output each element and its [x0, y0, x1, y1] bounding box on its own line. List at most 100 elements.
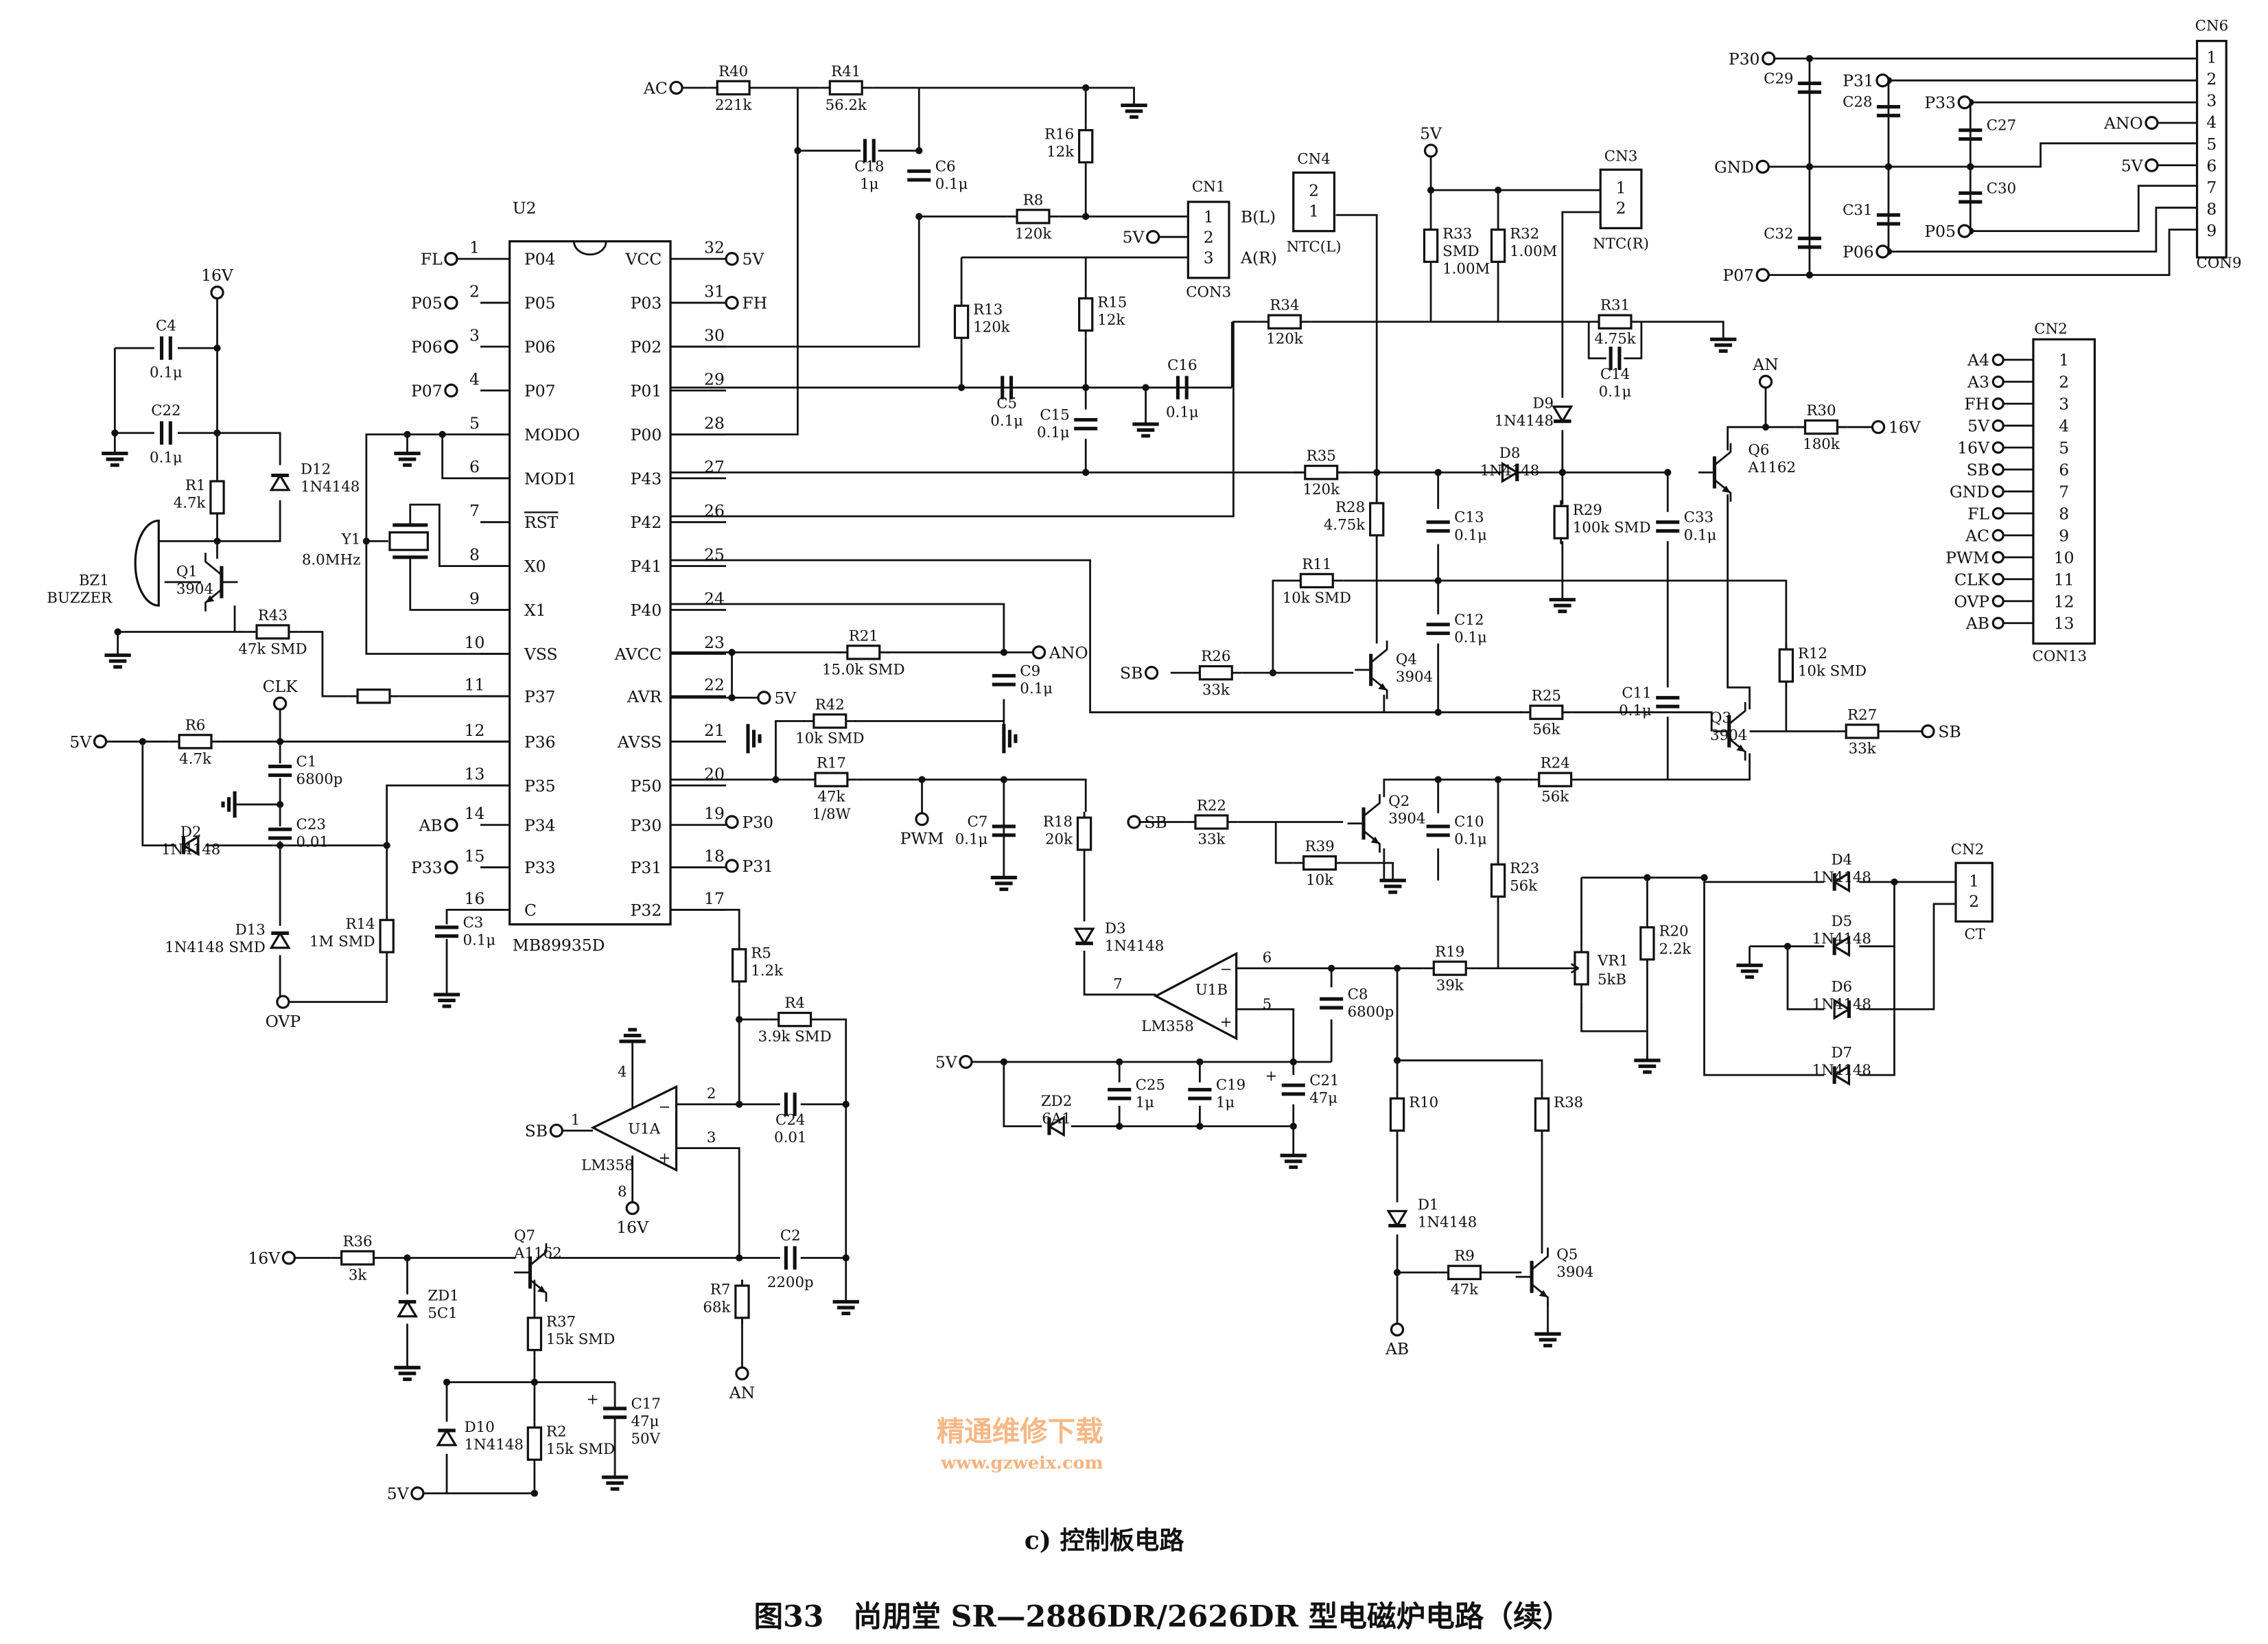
mcu-pin-number: 9: [469, 589, 480, 608]
terminal-label: P30: [742, 813, 773, 832]
mcu-pin-name: AVR: [627, 687, 663, 706]
mcu-pin-name: X1: [524, 601, 546, 620]
junction-dot: [1393, 1269, 1401, 1276]
wire: [1383, 778, 1529, 798]
capacitor-ref: C30: [1987, 180, 2016, 197]
diode-ref: ZD1: [428, 1287, 458, 1304]
resistor-body: [828, 80, 863, 96]
terminal-label: P05: [1924, 222, 1956, 241]
terminal-label: P31: [742, 857, 773, 876]
resistor-body: [1778, 648, 1794, 683]
mcu-U2: U2MB89935D1P042P053P064P075MODO6MOD17RST…: [451, 198, 727, 955]
ground-icon: [1280, 1153, 1307, 1169]
terminal-circle: [273, 696, 288, 711]
junction-dot: [1644, 874, 1651, 881]
resistor-body: [732, 948, 747, 983]
resistor-value: 1.00M: [1442, 260, 1490, 277]
opamp-triangle: [590, 1085, 678, 1172]
diode-ref: D13: [235, 922, 266, 939]
emitter-arrow-icon: [537, 1285, 546, 1293]
terminal-circle: [444, 383, 458, 398]
terminal-label: AN: [729, 1383, 755, 1402]
connector-pin: 2: [2206, 69, 2217, 89]
connector-pin: 4: [2059, 417, 2069, 436]
resistor-ref: R36: [342, 1233, 372, 1250]
capacitor-value: 6800p: [296, 771, 343, 788]
terminal-circle: [1991, 616, 2004, 629]
resistor-value: 1M SMD: [309, 934, 375, 951]
wire: [365, 433, 510, 655]
resistor-body: [1077, 129, 1094, 164]
connector-pin: 1: [1204, 207, 1214, 227]
mcu-part: MB89935D: [513, 936, 605, 955]
capacitor-ref: C33: [1684, 509, 1714, 526]
terminal-p30: P30: [1729, 49, 1776, 69]
diode-triangle: [1832, 1064, 1851, 1086]
resistor-body: [526, 1426, 543, 1461]
connector-pin: 11: [2054, 570, 2074, 589]
transistor-value: A1162: [513, 1244, 562, 1262]
wire: [1703, 877, 1825, 1076]
capacitor-c4: C40.1μ: [150, 318, 183, 382]
resistor-ref: R41: [831, 63, 861, 80]
junction-dot: [404, 1254, 411, 1262]
diode-ref: D5: [1831, 913, 1852, 930]
mcu-pin-name: P36: [524, 732, 556, 752]
potentiometer-ref: VR1: [1597, 952, 1628, 969]
terminal-label: OVP: [266, 1012, 301, 1031]
terminal-circle: [1921, 724, 1935, 739]
capacitor-ref: C31: [1843, 202, 1872, 219]
mcu-pin-number: 29: [704, 369, 725, 389]
connector-ref: CN4: [1297, 151, 1330, 168]
terminal-circle: [725, 815, 739, 829]
ground-icon: [1121, 103, 1147, 119]
terminal-p06: P06: [411, 338, 458, 357]
ground-icon: [221, 791, 237, 818]
resistor-body: [814, 772, 849, 787]
resistor-body: [379, 918, 395, 953]
transistor-value: 3904: [1388, 811, 1425, 828]
terminal-label: 16V: [1889, 418, 1921, 437]
terminal-an: AN: [1752, 355, 1779, 389]
junction-dot: [1196, 1122, 1204, 1130]
buzzer-icon: [134, 519, 160, 607]
junction-dot: [1494, 186, 1502, 194]
capacitor-ref: C5: [996, 395, 1017, 412]
resistor-body: [526, 1317, 543, 1352]
connector-signal: FH: [1964, 395, 1989, 414]
mcu-pin-name: RST: [524, 513, 559, 532]
terminal-label: P30: [1729, 49, 1760, 69]
wire: [1561, 211, 1601, 398]
terminal-circle: [93, 734, 108, 749]
junction-dot: [277, 842, 284, 849]
connector-pin: 1: [1969, 871, 1979, 890]
terminal-circle: [1127, 815, 1141, 829]
terminal-p30: P30: [725, 813, 773, 832]
terminal-circle: [1957, 224, 1972, 238]
wiper-arrow-icon: [1570, 962, 1579, 974]
terminal-label: SB: [525, 1122, 548, 1141]
terminal-circle: [1755, 159, 1770, 174]
capacitor-c30: C30: [1959, 180, 2016, 204]
terminal-circle: [210, 286, 224, 300]
connector-type: CON3: [1186, 284, 1231, 301]
wire: [670, 321, 1259, 518]
resistor-value: 56k: [1510, 878, 1538, 895]
terminal-circle: [1390, 1322, 1405, 1337]
capacitor-value: 0.1μ: [1599, 383, 1632, 400]
